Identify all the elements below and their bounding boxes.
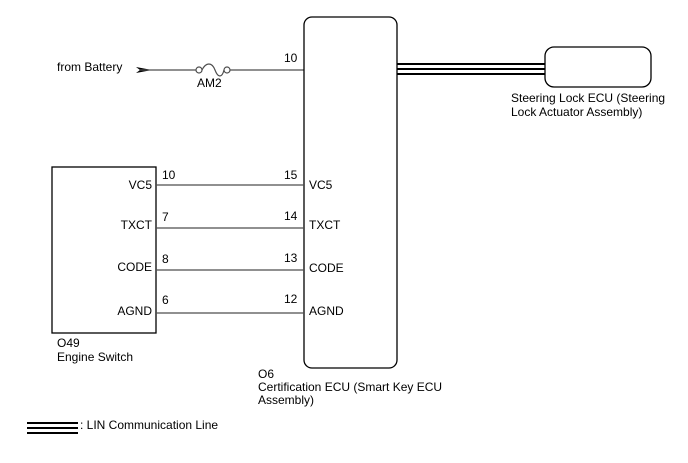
ecu-pin-number-txct: 14 [284,209,298,223]
engine-switch-pin-number-agnd: 6 [162,293,169,307]
ecu-pin-number-agnd: 12 [284,292,298,306]
ecu-pin-number-plus-b: 10 [284,51,298,65]
engine-switch-pin-label-vc5: VC5 [129,178,153,192]
steering-lock-ecu-box [544,46,652,88]
fuse-icon [195,63,231,77]
lin-communication-line [397,63,545,75]
legend-lin-line-icon [27,422,78,434]
steering-lock-name-line1: Steering Lock ECU (Steering [511,91,665,105]
engine-switch-pin-number-txct: 7 [162,210,169,224]
certification-ecu-box [303,16,398,369]
ecu-pin-label-agnd: AGND [309,304,344,318]
battery-label: from Battery [57,60,122,74]
engine-switch-pin-number-vc5: 10 [162,168,176,182]
ecu-pin-label-txct: TXCT [309,218,341,232]
ecu-pin-number-vc5: 15 [284,168,298,182]
engine-switch-pin-label-agnd: AGND [117,304,152,318]
ecu-pin-label-vc5: VC5 [309,178,333,192]
ecu-name-line1: Certification ECU (Smart Key ECU [258,380,442,394]
ecu-code: O6 [258,367,274,381]
ecu-pin-number-code: 13 [284,251,298,265]
engine-switch-code: O49 [57,336,80,350]
steering-lock-name-line2: Lock Actuator Assembly) [511,105,642,119]
engine-switch-name: Engine Switch [57,350,133,364]
engine-switch-pin-label-code: CODE [117,260,152,274]
engine-switch-box [51,166,157,334]
ecu-pin-label-code: CODE [309,261,344,275]
engine-switch-pin-number-code: 8 [162,252,169,266]
engine-switch-pin-label-txct: TXCT [121,218,153,232]
ecu-name-line2: Assembly) [258,393,314,407]
fuse-label: AM2 [197,76,222,90]
legend-label: : LIN Communication Line [80,418,218,432]
